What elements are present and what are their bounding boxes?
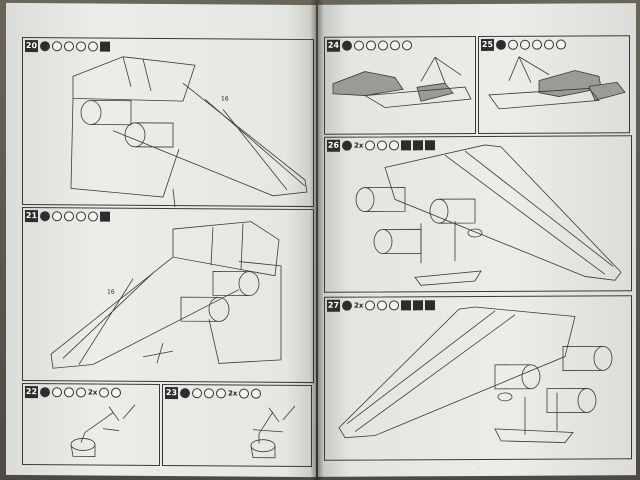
instruction-page-right: 24 25: [318, 3, 636, 477]
part-label: 16: [107, 288, 115, 296]
page-footer: ·: [478, 465, 480, 472]
part-label: 16: [221, 95, 229, 103]
step-25-panel: 25: [478, 35, 630, 134]
step-25-drawing: [488, 56, 626, 110]
step-20-drawing: [70, 56, 308, 209]
step-27-drawing: [338, 306, 613, 443]
step-21-panel: 21 16: [22, 207, 314, 384]
step-24-panel: 24: [324, 36, 476, 135]
page-footer: ·: [158, 467, 160, 474]
step-26-panel: 26 2x: [324, 135, 632, 293]
step-23-drawing: [250, 405, 296, 459]
step-24-drawing: [332, 56, 472, 108]
step-22-drawing: [70, 404, 136, 457]
step-20-panel: 20 16: [22, 37, 314, 209]
step-21-drawing: [50, 221, 282, 369]
step-26-drawing: [355, 144, 622, 286]
step-22-panel: 22 2x: [22, 383, 160, 466]
book-spine-shadow: [310, 0, 324, 480]
instruction-page-left: 20 16: [6, 2, 316, 478]
step-27-panel: 27 2x: [324, 295, 632, 461]
step-23-panel: 23 2x: [162, 384, 312, 468]
